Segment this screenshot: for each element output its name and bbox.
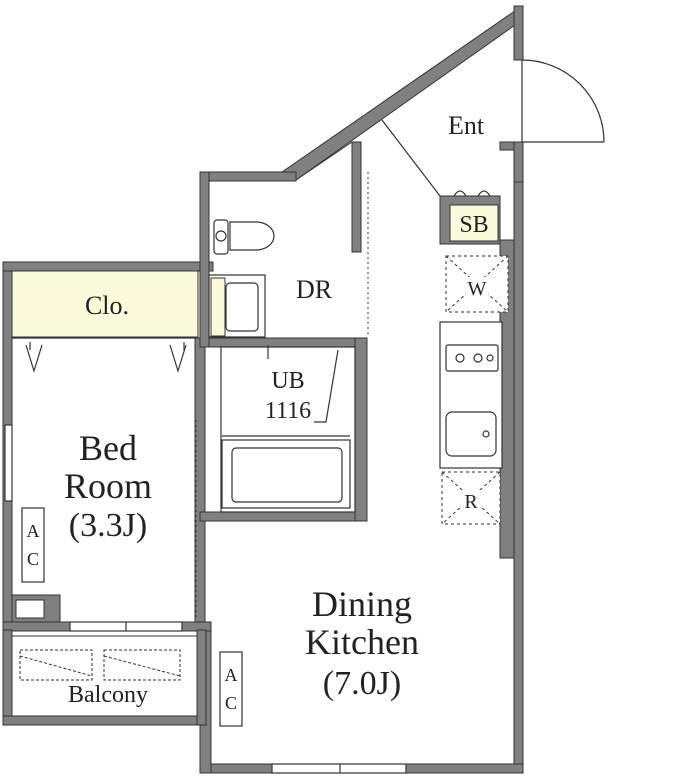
ub-right-wall (354, 337, 368, 522)
refrigerator-space: R (441, 471, 501, 525)
refrigerator-label: R (464, 491, 478, 513)
unit-bath-size: 1116 (265, 398, 311, 424)
kitchen-window (271, 763, 407, 774)
dressing-room-label: DR (296, 275, 333, 304)
kitchen-ac: A C (219, 651, 243, 727)
wetarea-left-wall (199, 171, 210, 348)
dr-right-wall (351, 141, 362, 253)
bedroom-label-line2: Room (64, 466, 152, 506)
entrance-label: Ent (448, 111, 485, 140)
kitchen-ac-a: A (225, 665, 238, 685)
kitchen-label-line2: Kitchen (305, 622, 419, 662)
bedroom-label-line1: Bed (79, 428, 137, 468)
dr-diag-line (295, 141, 353, 181)
balcony-right-wall (196, 629, 207, 726)
closet-doors (25, 342, 187, 374)
kitchen-size: (7.0J) (323, 665, 401, 702)
balcony-label: Balcony (68, 682, 148, 708)
bedroom-ac-c: C (27, 549, 39, 569)
unit-bath-label: UB (271, 368, 304, 394)
balcony-left-wall (2, 629, 13, 726)
kitchen-label-line1: Dining (312, 584, 412, 624)
washer-label: W (468, 278, 487, 300)
balcony: Balcony (11, 635, 198, 717)
ub-bottom-wall (199, 511, 368, 522)
kitchen-ac-c: C (225, 693, 237, 713)
balcony-window (69, 621, 183, 632)
unit-bath (220, 345, 356, 513)
right-wall-top (513, 5, 524, 61)
toilet (213, 219, 275, 255)
washer-space: W (445, 255, 509, 313)
right-wall-long (513, 181, 524, 773)
bedroom-window (4, 424, 13, 502)
entrance-door (521, 59, 605, 143)
right-wall-mid (513, 141, 524, 183)
balcony-bottom-wall (2, 715, 207, 726)
shoe-box: SB (439, 190, 501, 245)
corner-void (15, 599, 45, 619)
kitchen-counter (439, 321, 503, 469)
wetarea-top-wall (199, 171, 297, 182)
ub-top-wall (208, 337, 368, 348)
closet (11, 270, 199, 338)
bedroom-size: (3.3J) (69, 507, 147, 544)
bedroom-ac-a: A (27, 521, 40, 541)
entrance-step-line (381, 119, 441, 197)
bedroom-top-wall (2, 261, 214, 272)
bedroom-ac: A C (21, 507, 45, 583)
closet-label: Clo. (85, 291, 129, 320)
dr-shelf (210, 277, 226, 337)
shoe-box-label: SB (459, 212, 488, 238)
